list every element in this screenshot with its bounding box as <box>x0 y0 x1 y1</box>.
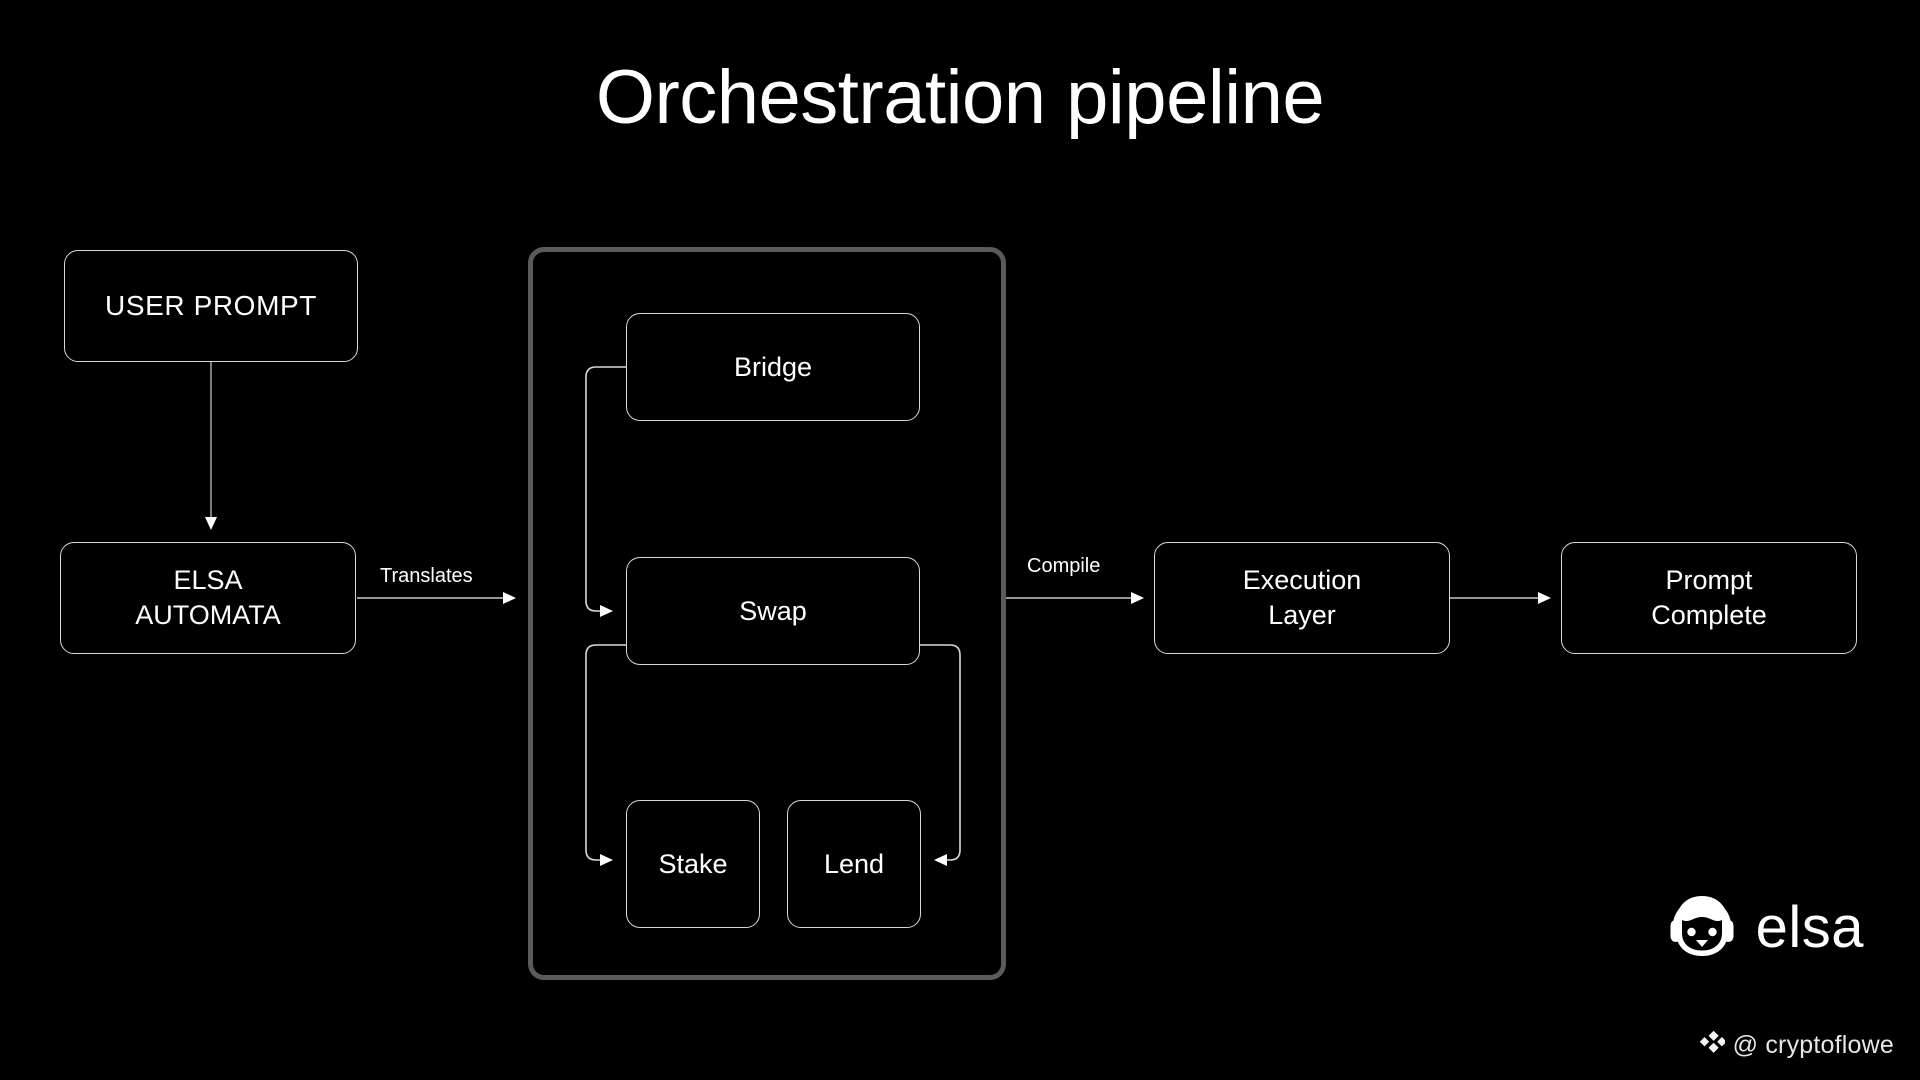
node-execution-layer-line1: Execution <box>1242 565 1362 596</box>
node-prompt-complete-line1: Prompt <box>1665 565 1753 596</box>
brand-wordmark: elsa <box>1755 894 1864 960</box>
page-title: Orchestration pipeline <box>595 55 1325 140</box>
node-elsa-automata-line2: AUTOMATA <box>135 600 281 630</box>
node-swap[interactable]: Swap <box>626 557 920 665</box>
brand-logo: elsa <box>1664 887 1864 968</box>
watermark-text: @ cryptoflowe <box>1732 1031 1894 1059</box>
node-prompt-complete-label: Prompt Complete <box>1651 563 1767 632</box>
node-user-prompt[interactable]: USER PROMPT <box>64 250 358 362</box>
node-elsa-automata-label: ELSA AUTOMATA <box>135 563 281 632</box>
node-elsa-automata[interactable]: ELSA AUTOMATA <box>60 542 356 654</box>
watermark: @ cryptoflowe <box>1699 1029 1894 1062</box>
node-stake[interactable]: Stake <box>626 800 760 928</box>
node-elsa-automata-line1: ELSA <box>173 565 243 596</box>
edge-label-translates: Translates <box>380 565 473 587</box>
edge-label-compile: Compile <box>1027 555 1101 577</box>
node-execution-layer[interactable]: Execution Layer <box>1154 542 1450 654</box>
node-execution-layer-label: Execution Layer <box>1243 563 1362 632</box>
node-bridge[interactable]: Bridge <box>626 313 920 421</box>
robot-head-icon <box>1664 887 1740 968</box>
orchestration-container <box>528 247 1006 980</box>
node-prompt-complete-line2: Complete <box>1651 600 1767 630</box>
node-lend[interactable]: Lend <box>787 800 921 928</box>
diamond-logo-icon <box>1699 1029 1727 1062</box>
node-prompt-complete[interactable]: Prompt Complete <box>1561 542 1857 654</box>
node-execution-layer-line2: Layer <box>1268 600 1336 630</box>
